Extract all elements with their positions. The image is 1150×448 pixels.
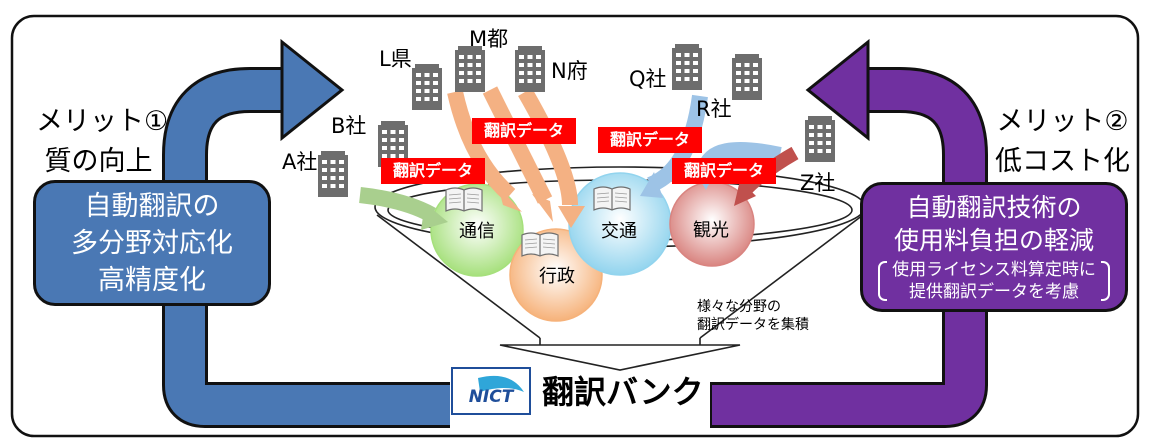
funnel-caption-line: 様々な分野の	[697, 299, 781, 315]
open-book-icon	[593, 186, 631, 211]
org-label-a: A社	[282, 150, 318, 174]
bank-title: 翻訳バンク	[538, 371, 708, 413]
funnel-caption-line: 翻訳データを集積	[697, 317, 809, 333]
org-label-z: Z社	[800, 171, 836, 195]
merit-2-title: メリット②	[996, 106, 1129, 137]
field-label-administration: 行政	[539, 266, 575, 287]
org-label-q: Q社	[629, 67, 667, 91]
org-label-n: N府	[551, 59, 588, 83]
inflow-arrows	[359, 86, 799, 223]
funnel-output-arrow	[499, 344, 741, 371]
merit-2-heading: メリット② 低コスト化	[985, 102, 1140, 182]
field-label-tourism: 観光	[693, 220, 729, 241]
nict-logo: NICT	[451, 367, 531, 415]
merit-2-note-line: 提供翻訳データを考慮	[908, 282, 1079, 302]
merit-2-note: 使用ライセンス料算定時に 提供翻訳データを考慮	[878, 259, 1110, 303]
open-book-icon	[521, 232, 559, 257]
org-label-b: B社	[331, 114, 367, 138]
merit-2-subtitle: 低コスト化	[995, 146, 1130, 177]
translation-data-tag: 翻訳データ	[472, 118, 577, 144]
building-icon	[412, 64, 442, 110]
field-label-communication: 通信	[459, 221, 495, 242]
merit-1-title: メリット①	[36, 106, 169, 137]
merit-1-line: 高精度化	[98, 264, 206, 296]
open-book-icon	[445, 187, 483, 212]
field-label-transportation: 交通	[601, 221, 637, 242]
translation-data-tag: 翻訳データ	[381, 158, 486, 184]
merit-2-line: 自動翻訳技術の	[906, 193, 1082, 222]
funnel-caption: 様々な分野の 翻訳データを集積	[697, 298, 809, 334]
translation-data-tag: 翻訳データ	[672, 158, 777, 184]
building-icon	[515, 46, 545, 92]
merit-1-subtitle: 質の向上	[44, 146, 153, 177]
org-label-m: M都	[469, 27, 509, 51]
org-label-l: L県	[379, 47, 412, 71]
merit-2-line: 使用料負担の軽減	[893, 226, 1094, 255]
building-icon	[805, 116, 835, 162]
merit-1-line: 多分野対応化	[71, 227, 233, 259]
merit-2-box: 自動翻訳技術の 使用料負担の軽減 使用ライセンス料算定時に 提供翻訳データを考慮	[860, 182, 1128, 312]
right-arrow-head	[805, 38, 870, 142]
building-icon	[318, 151, 348, 197]
translation-data-tag: 翻訳データ	[598, 127, 703, 153]
merit-1-box: 自動翻訳の 多分野対応化 高精度化	[33, 180, 271, 306]
left-arrow-head	[280, 38, 345, 142]
org-label-r: R社	[696, 97, 732, 121]
building-icon	[672, 44, 702, 90]
merit-1-heading: メリット① 質の向上	[36, 102, 169, 182]
merit-1-line: 自動翻訳の	[84, 190, 220, 222]
building-icon	[732, 54, 762, 100]
merit-2-note-line: 使用ライセンス料算定時に	[892, 260, 1096, 280]
right-cycle-arrow	[860, 70, 985, 425]
svg-text:NICT: NICT	[469, 387, 515, 407]
